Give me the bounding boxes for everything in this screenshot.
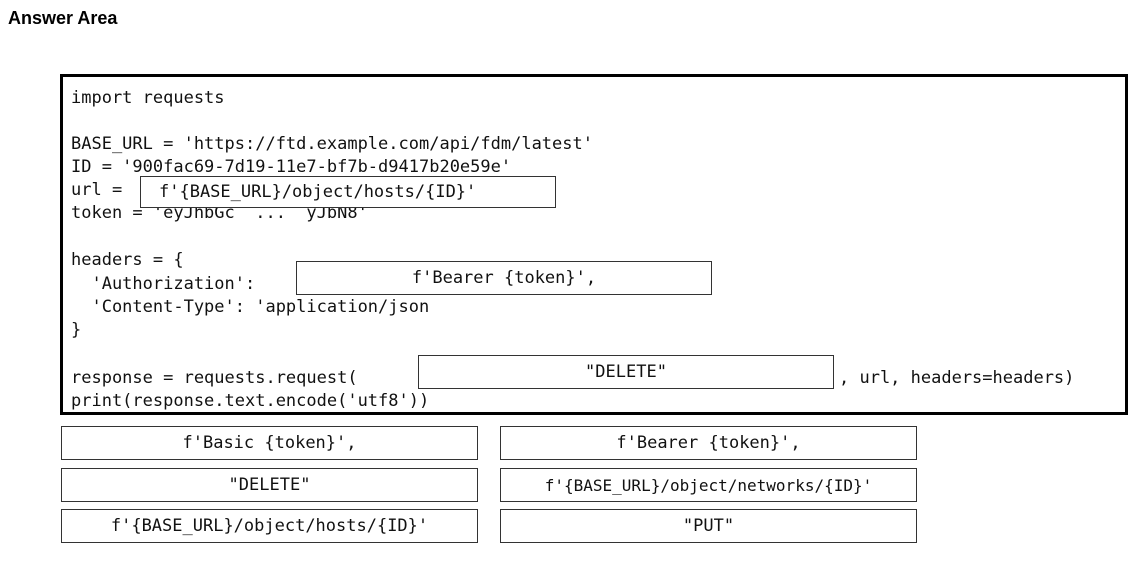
method-answer-slot[interactable]: "DELETE" bbox=[418, 355, 834, 389]
code-line-headers-close: } bbox=[71, 320, 82, 340]
code-panel: import requests BASE_URL = 'https://ftd.… bbox=[60, 74, 1128, 415]
option-bearer-token[interactable]: f'Bearer {token}', bbox=[500, 426, 917, 460]
code-line-token: token = 'eyJhbGc ... yJbN8' bbox=[71, 203, 368, 223]
code-line-response-suffix: , url, headers=headers) bbox=[839, 368, 1075, 388]
code-line-headers-open: headers = { bbox=[71, 250, 184, 270]
option-basic-token[interactable]: f'Basic {token}', bbox=[61, 426, 478, 460]
code-line-url-prefix: url = bbox=[71, 180, 133, 200]
code-line-base-url: BASE_URL = 'https://ftd.example.com/api/… bbox=[71, 134, 593, 154]
url-answer-slot[interactable]: f'{BASE_URL}/object/hosts/{ID}' bbox=[140, 176, 556, 208]
option-delete[interactable]: "DELETE" bbox=[61, 468, 478, 502]
code-line-authorization-key: 'Authorization': bbox=[71, 274, 256, 294]
authorization-answer-slot[interactable]: f'Bearer {token}', bbox=[296, 261, 712, 295]
code-line-response-prefix: response = requests.request( bbox=[71, 368, 358, 388]
option-networks-url[interactable]: f'{BASE_URL}/object/networks/{ID}' bbox=[500, 468, 917, 502]
option-put[interactable]: "PUT" bbox=[500, 509, 917, 543]
code-line-id: ID = '900fac69-7d19-11e7-bf7b-d9417b20e5… bbox=[71, 157, 512, 177]
answer-area-title: Answer Area bbox=[8, 8, 118, 28]
option-hosts-url[interactable]: f'{BASE_URL}/object/hosts/{ID}' bbox=[61, 509, 478, 543]
code-line-content-type: 'Content-Type': 'application/json bbox=[71, 297, 430, 317]
code-line-import: import requests bbox=[71, 88, 225, 108]
code-line-print: print(response.text.encode('utf8')) bbox=[71, 391, 430, 411]
